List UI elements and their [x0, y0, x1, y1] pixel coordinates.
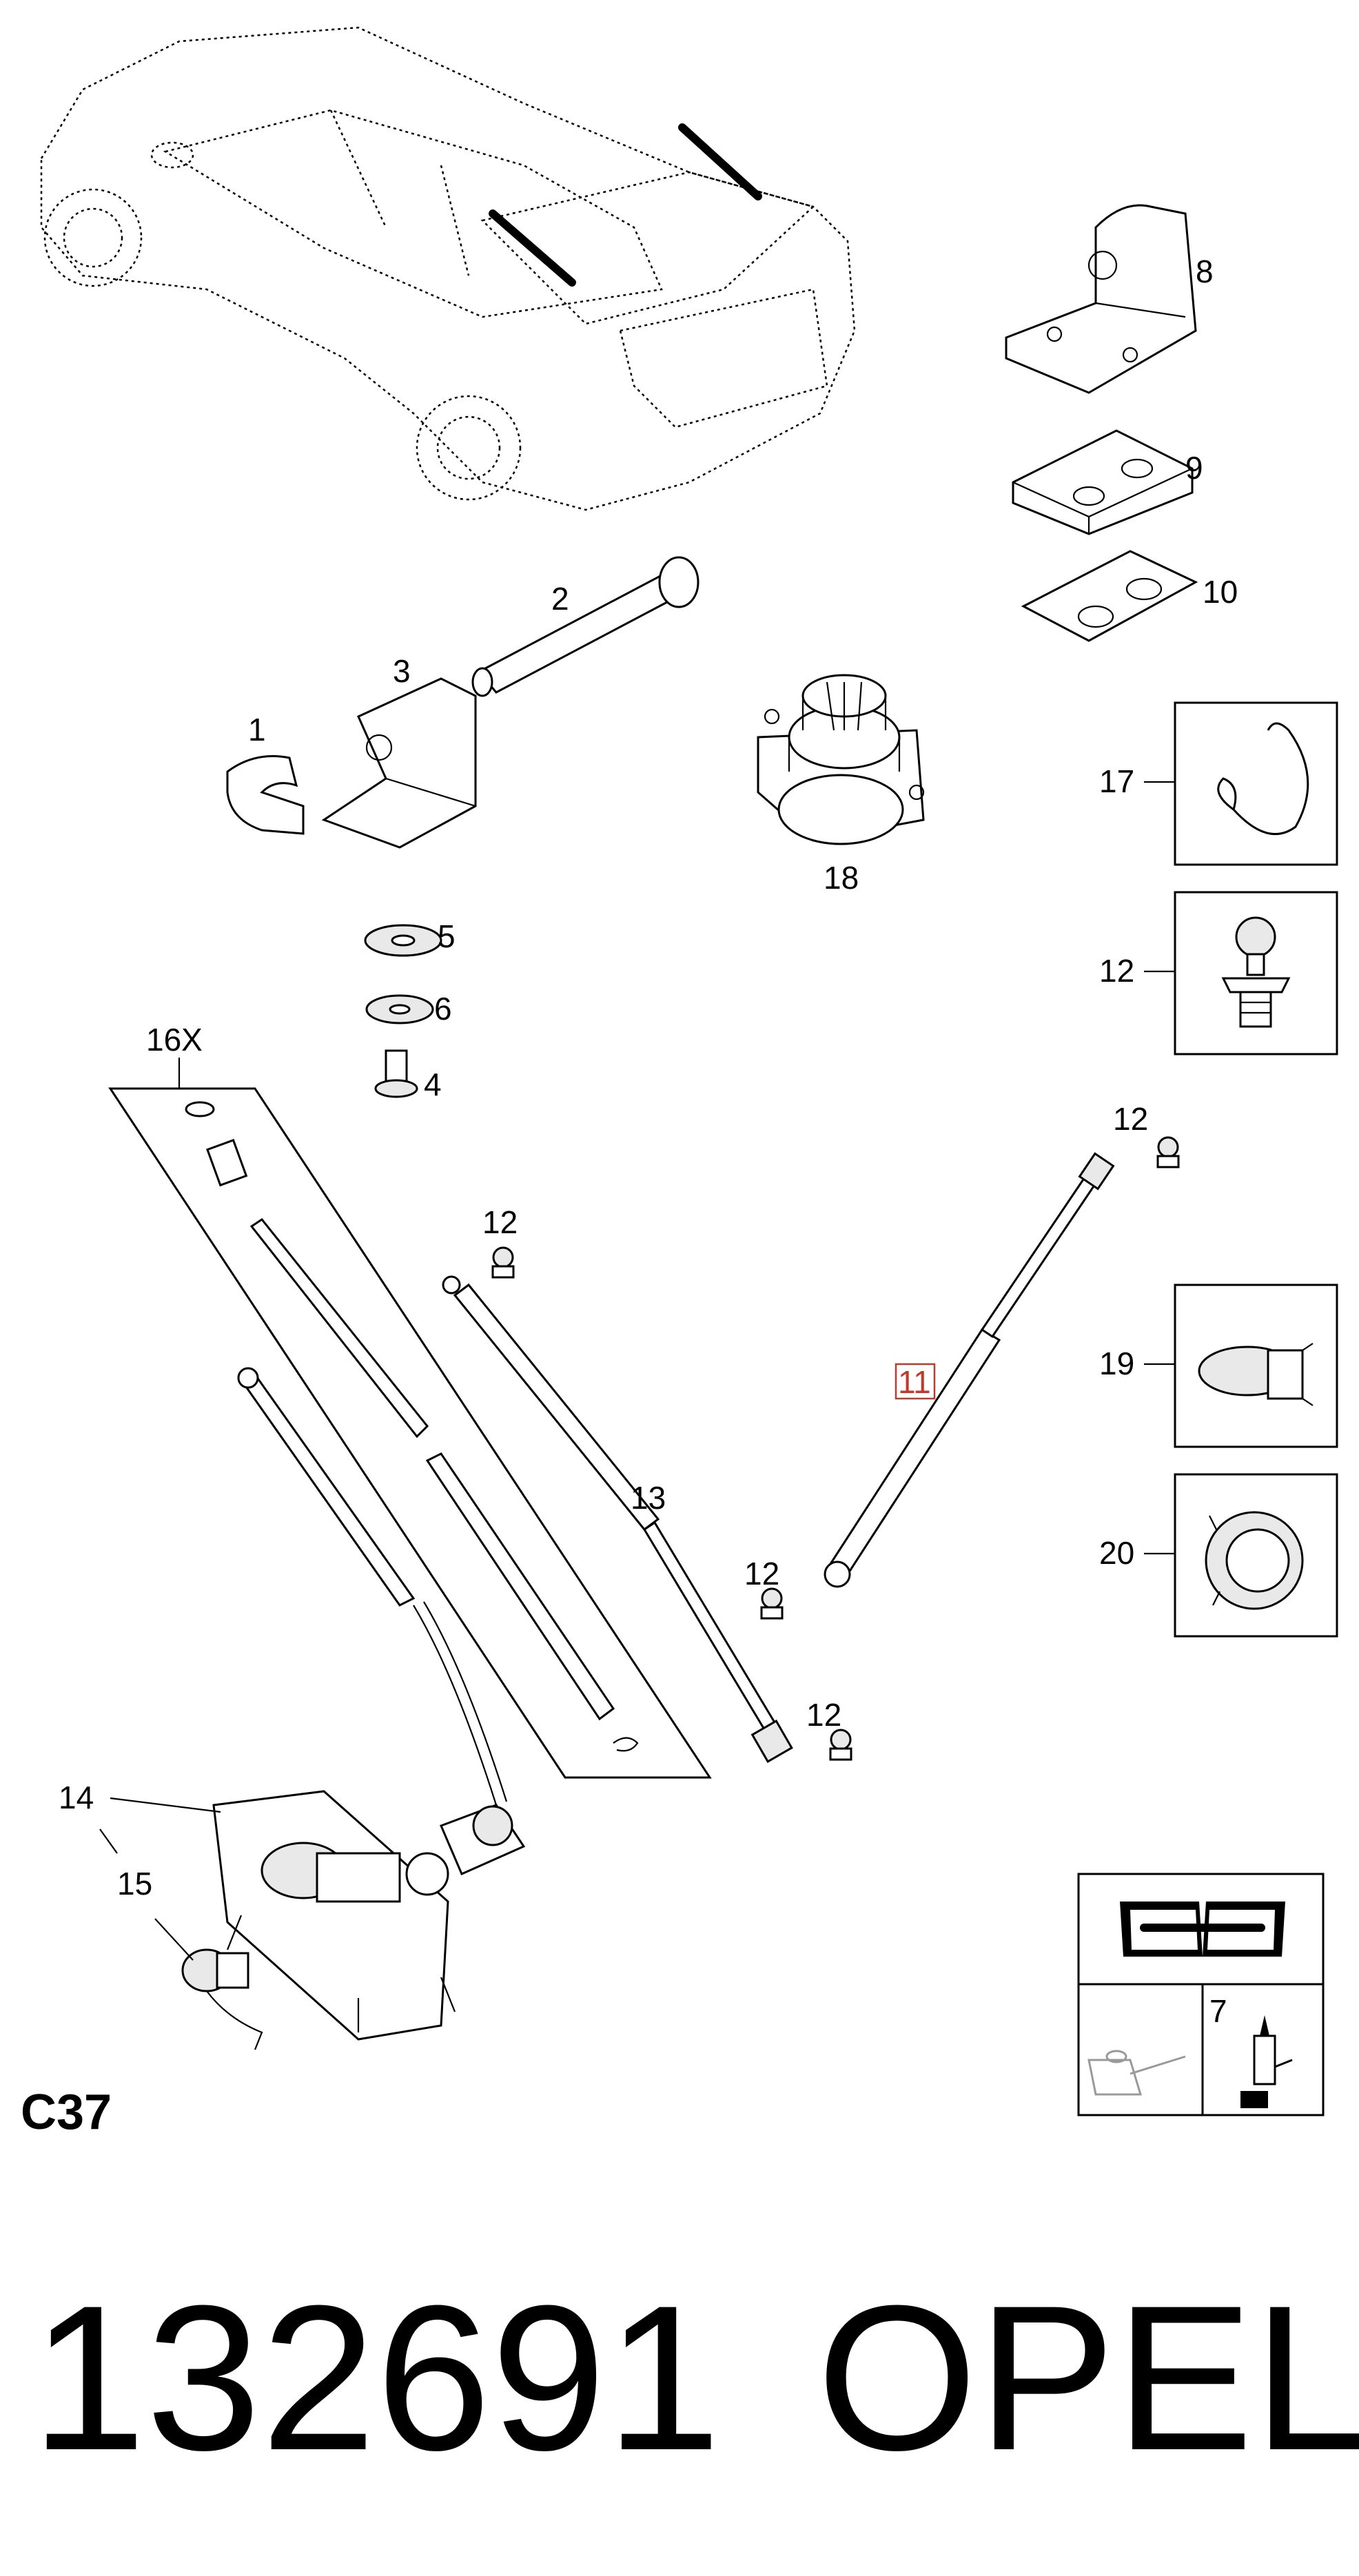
- gas-strut-13: [442, 1275, 793, 1763]
- callout-labels: 1 2 3 5 6 4 8 9 10 18 17 12 16X 12 12 19…: [59, 254, 1238, 2029]
- callout-16x: 16X: [146, 1022, 203, 1058]
- part-number: 132691: [31, 2262, 721, 2493]
- callout-3: 3: [393, 653, 411, 689]
- wiper-motor-sensor: [181, 1948, 263, 2050]
- section-code: C37: [21, 2085, 112, 2140]
- callout-18: 18: [824, 860, 859, 896]
- callout-12-bottom: 12: [806, 1697, 841, 1733]
- callout-7: 7: [1209, 1993, 1227, 2029]
- ball-stud-box: [1174, 891, 1338, 1055]
- oil-can-icon: [1087, 2050, 1186, 2096]
- spring-clip-box: [1174, 701, 1338, 866]
- callout-6: 6: [434, 991, 452, 1027]
- callout-10: 10: [1203, 574, 1238, 610]
- callout-13: 13: [631, 1480, 666, 1516]
- wiper-motor-assembly: [212, 1367, 526, 2041]
- washer-part: [364, 924, 442, 957]
- callout-12-low: 12: [744, 1556, 779, 1591]
- ball-stud-small: [760, 1587, 784, 1620]
- leader-lines: [99, 781, 1175, 1961]
- callout-4: 4: [424, 1067, 442, 1102]
- callout-2: 2: [551, 581, 569, 617]
- push-clip-box: [1174, 1284, 1338, 1448]
- lock-washer-part: [365, 994, 434, 1024]
- callout-11-highlight-box: [895, 1363, 936, 1400]
- bolt-part: [374, 1049, 418, 1098]
- grommet-box: [1174, 1473, 1338, 1638]
- grease-cartridge-icon: [1240, 2015, 1293, 2108]
- ball-stud-small: [491, 1246, 515, 1279]
- callout-1: 1: [248, 712, 266, 748]
- bushing-clip-part: [226, 755, 305, 835]
- callout-11: 11: [898, 1364, 931, 1400]
- hinge-bracket-part: [1005, 204, 1197, 394]
- brand-name: OPEL: [817, 2262, 1359, 2493]
- callout-12-box: 12: [1099, 953, 1134, 989]
- callout-9: 9: [1185, 450, 1203, 486]
- callout-17: 17: [1099, 763, 1134, 799]
- callout-20: 20: [1099, 1535, 1134, 1571]
- actuator-motor-part: [757, 674, 925, 845]
- gas-strut-highlighted: [824, 1152, 1115, 1588]
- hinge-plate-part: [1012, 429, 1194, 535]
- hinge-bracket-small-part: [321, 677, 477, 849]
- hinge-pin-part: [471, 556, 699, 697]
- ball-stud-small: [1156, 1136, 1180, 1168]
- repair-manual-icon: [1120, 1902, 1285, 1957]
- callout-12-top: 12: [1113, 1101, 1148, 1137]
- callout-8: 8: [1196, 254, 1214, 289]
- callout-5: 5: [438, 918, 456, 954]
- hinge-gasket-part: [1021, 550, 1198, 642]
- vehicle-illustration: [40, 26, 856, 511]
- callout-12-mid: 12: [482, 1204, 518, 1240]
- service-kit-frame: [108, 1087, 712, 1779]
- ball-stud-small: [829, 1729, 852, 1761]
- callout-19: 19: [1099, 1346, 1134, 1381]
- callout-14: 14: [59, 1780, 94, 1815]
- service-icons-table: [1077, 1873, 1325, 2116]
- callout-15: 15: [117, 1866, 152, 1902]
